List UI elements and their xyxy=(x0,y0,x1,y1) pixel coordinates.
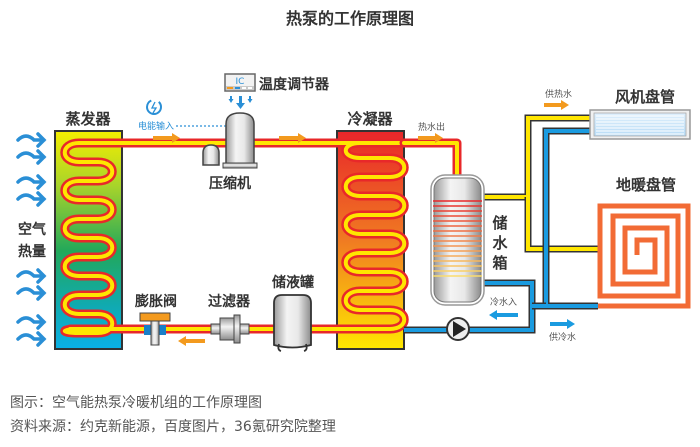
water-pump xyxy=(446,317,470,341)
expansion-valve-label: 膨胀阀 xyxy=(135,293,177,310)
supply-cold-label: 供冷水 xyxy=(549,331,576,343)
thermostat-display: IC xyxy=(236,77,245,87)
cold-water-in-arrow xyxy=(489,310,518,320)
expansion-valve xyxy=(139,312,171,346)
thermostat-icon xyxy=(224,73,256,92)
air-heat-arrows xyxy=(16,132,47,347)
refrigerant-loop xyxy=(60,138,462,338)
filter xyxy=(210,314,250,344)
supply-hot-label: 供热水 xyxy=(545,88,572,100)
source-caption: 资料来源：约克新能源，百度图片，36氪研究院整理 xyxy=(10,419,336,435)
thermostat-label: 温度调节器 xyxy=(259,76,330,93)
diagram-title: 热泵的工作原理图 xyxy=(286,9,414,28)
supply-cold-arrow xyxy=(550,319,575,329)
power-input-icon xyxy=(146,99,162,115)
filter-label: 过滤器 xyxy=(208,293,251,310)
figure-caption: 图示：空气能热泵冷暖机组的工作原理图 xyxy=(10,395,262,411)
condenser-label: 冷凝器 xyxy=(347,110,393,128)
fan-coil-label: 风机盘管 xyxy=(615,88,675,106)
tank-label-3: 箱 xyxy=(492,254,507,272)
air-heat-label-line2: 热量 xyxy=(18,243,46,260)
condenser-body xyxy=(336,130,405,350)
thermostat-arrows xyxy=(228,96,253,109)
receiver-label: 储液罐 xyxy=(271,274,314,291)
floor-heating-coil xyxy=(597,203,691,309)
tank-heating-coils xyxy=(433,200,482,277)
fan-coil-unit xyxy=(589,109,691,140)
hot-water-pipes xyxy=(483,114,598,253)
refrigerant-flow-arrows xyxy=(153,133,306,346)
receiver-tank xyxy=(273,294,312,352)
tank-label-1: 储 xyxy=(492,214,507,232)
tank-label-2: 水 xyxy=(492,234,508,252)
evaporator-label: 蒸发器 xyxy=(65,110,111,128)
floor-heating-label: 地暖盘管 xyxy=(616,176,676,194)
compressor-label: 压缩机 xyxy=(209,175,251,192)
supply-hot-arrow xyxy=(544,100,569,110)
compressor xyxy=(202,112,258,169)
air-heat-label-line1: 空气 xyxy=(18,221,46,238)
power-input-label: 电能输入 xyxy=(138,120,174,132)
hot-water-out-label: 热水出 xyxy=(418,121,445,133)
cold-water-in-label: 冷水入 xyxy=(490,296,517,308)
water-tank xyxy=(430,174,485,306)
hot-water-out-arrow xyxy=(418,133,443,143)
